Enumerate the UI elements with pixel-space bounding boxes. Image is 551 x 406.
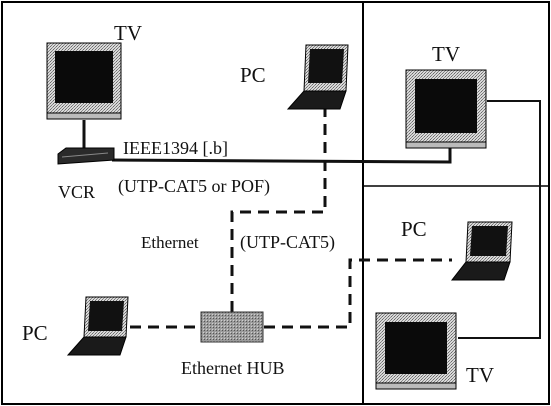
tv-icon xyxy=(375,312,457,390)
label-tv-bottom-right: TV xyxy=(466,363,494,387)
label-ethernet-hub: Ethernet HUB xyxy=(181,358,284,378)
label-pc-top-center: PC xyxy=(240,63,266,87)
tv-right-to-tv-bottom-cable xyxy=(458,100,541,339)
vcr-to-tv-right-cable xyxy=(111,148,452,164)
label-tv-top-left: TV xyxy=(114,21,142,45)
label-tv-top-right: TV xyxy=(432,42,460,66)
label-ieee1394: IEEE1394 [.b] xyxy=(123,138,228,158)
label-pc-right: PC xyxy=(401,217,427,241)
hub-to-pc-right-cable xyxy=(264,258,452,329)
ieee1394-links xyxy=(82,100,541,339)
label-ethernet: Ethernet xyxy=(141,233,199,252)
label-utp-cat5: (UTP-CAT5) xyxy=(240,232,335,253)
vcr-icon xyxy=(57,147,115,165)
laptop-icon xyxy=(66,296,129,356)
pc-center-to-hub-cable xyxy=(230,106,327,312)
tv-icon xyxy=(405,69,487,149)
tv-icon xyxy=(46,42,122,120)
laptop-icon xyxy=(286,44,349,110)
label-pc-bottom-left: PC xyxy=(22,321,48,345)
laptop-icon xyxy=(450,221,513,281)
ethernet-hub-icon xyxy=(200,311,264,343)
ethernet-links xyxy=(130,106,452,329)
label-vcr: VCR xyxy=(58,182,95,202)
label-utp-or-pof: (UTP-CAT5 or POF) xyxy=(118,176,270,197)
